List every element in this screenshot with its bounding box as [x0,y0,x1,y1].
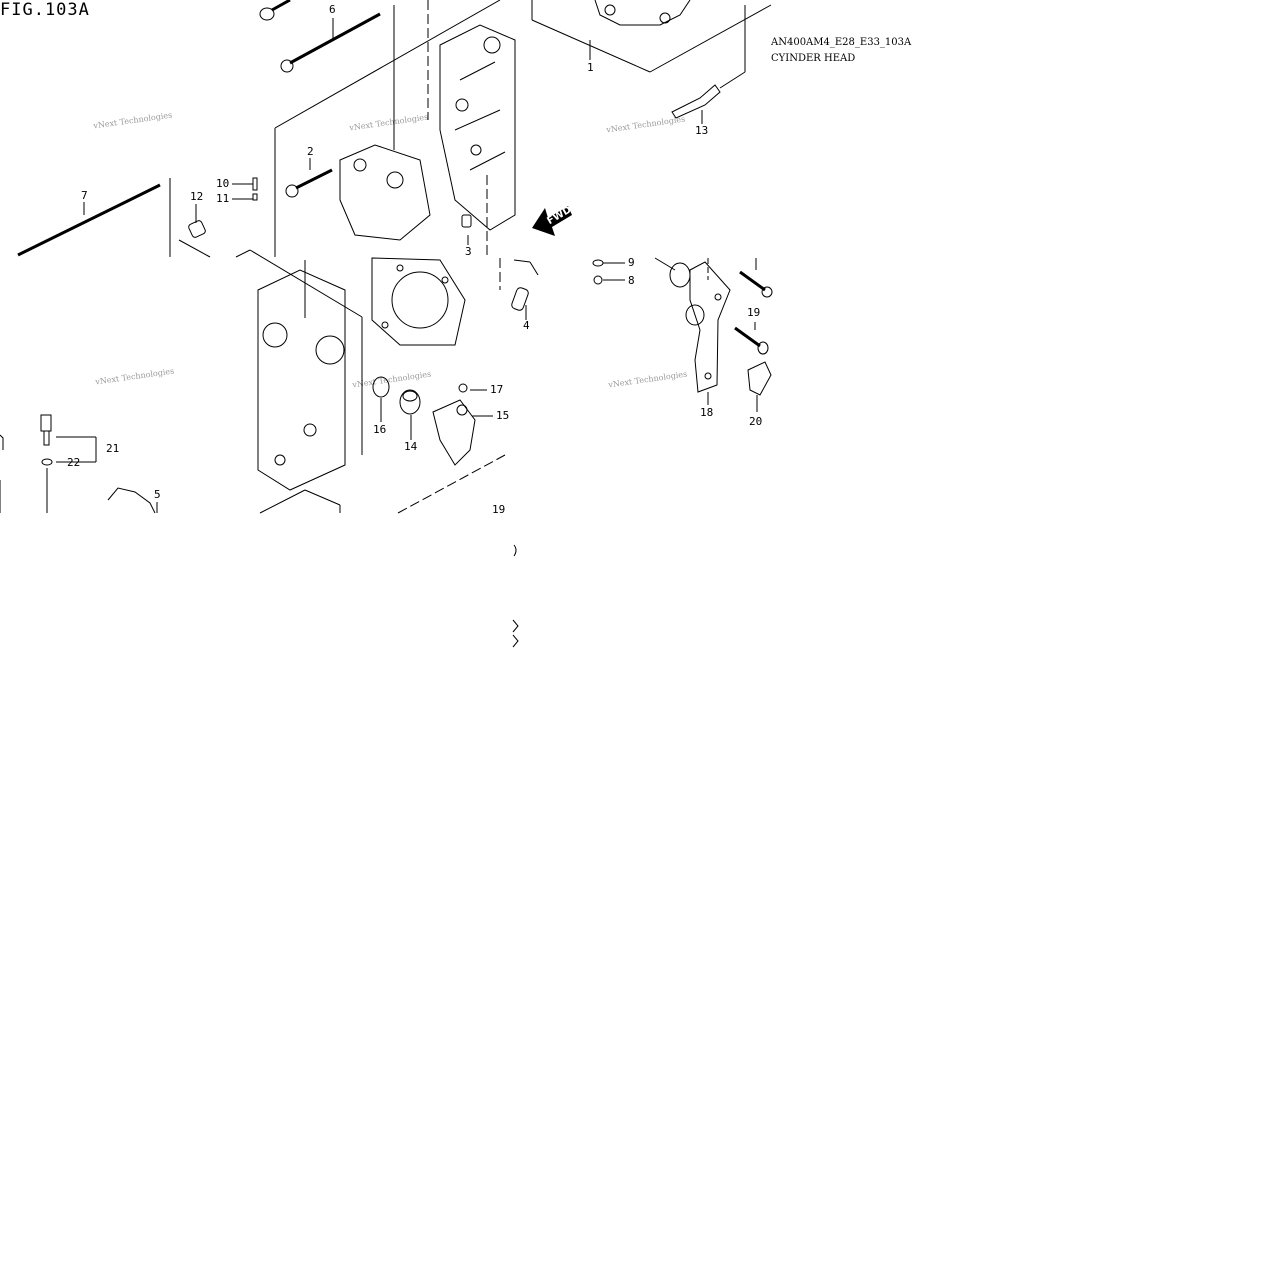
callout-12: 12 [190,190,204,203]
callout-1: 1 [587,61,594,74]
callout-2: 2 [307,145,314,158]
figure-title: FIG.103A [0,0,90,20]
fwd-arrow: FWD [532,204,574,236]
callout-22: 22 [67,456,81,469]
figure-code: AN400AM4_E28_E33_103A [771,37,912,48]
callout-5: 5 [154,488,161,501]
callout-15: 15 [496,409,510,422]
callout-3: 3 [465,245,472,258]
callout-7: 7 [81,189,88,202]
callout-11: 11 [216,192,230,205]
callout-4: 4 [523,319,530,332]
callout-20: 20 [749,415,763,428]
callout-8: 8 [628,274,635,287]
callout-18: 18 [700,406,714,419]
callout-6: 6 [329,3,336,16]
callout-16: 16 [373,423,387,436]
fwd-label: FWD [545,204,573,227]
callout-9: 9 [628,256,635,269]
callout-21: 21 [106,442,120,455]
callout-10: 10 [216,177,230,190]
callout-19: 19 [492,503,506,516]
callout-19: 19 [747,306,761,319]
callout-14: 14 [404,440,418,453]
callout-17: 17 [490,383,504,396]
figure-description: CYINDER HEAD [771,53,856,64]
callout-13: 13 [695,124,709,137]
